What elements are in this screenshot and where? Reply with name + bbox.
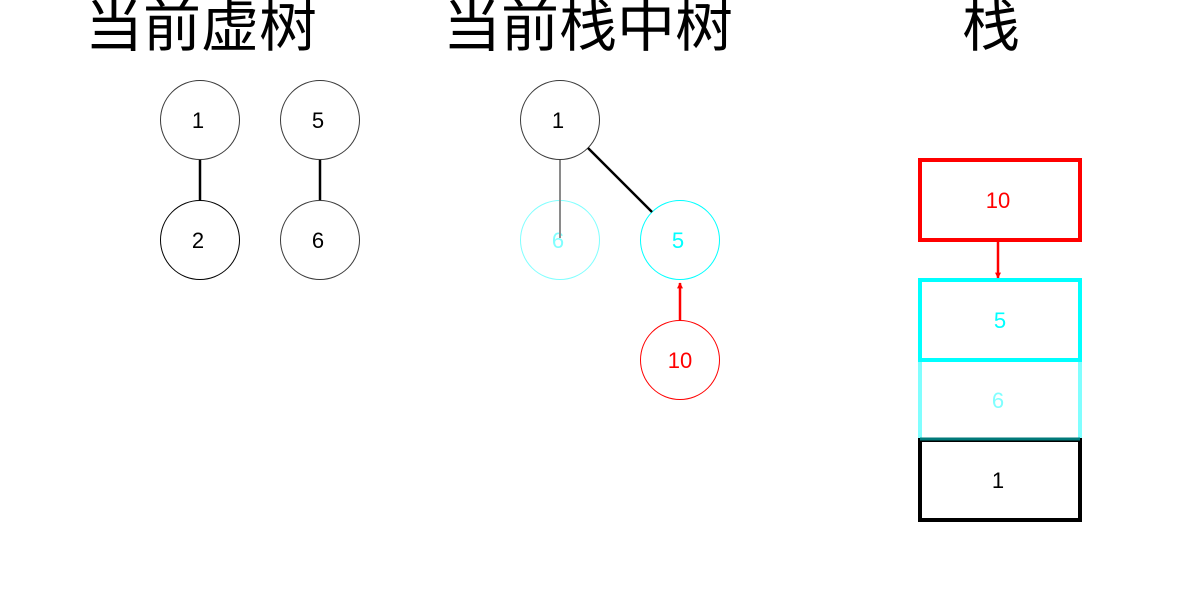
st-node-5-label: 5: [672, 228, 684, 253]
edge-1-5: [587, 147, 653, 213]
st-node-10-label: 10: [668, 348, 692, 373]
title-stack-tree: 当前栈中树: [443, 0, 733, 60]
stack-item-6-label: 6: [992, 388, 1004, 413]
vt-node-1-label: 1: [192, 108, 204, 133]
vt-node-2: 2: [160, 200, 240, 280]
stack-item-6: 6: [918, 358, 1082, 442]
title-virtual-tree: 当前虚树: [85, 0, 317, 60]
stack-item-10: 10: [918, 158, 1082, 242]
vt-node-6-label: 6: [312, 228, 324, 253]
stack-tree: 1 6 5 10: [520, 80, 720, 400]
st-node-6: 6: [520, 200, 600, 280]
vt-node-1: 1: [160, 80, 240, 160]
title-stack: 栈: [962, 0, 1020, 60]
st-node-1-label: 1: [552, 108, 564, 133]
stack-item-5: 5: [918, 278, 1082, 362]
vt-node-2-label: 2: [192, 228, 204, 253]
vt-node-5-label: 5: [312, 108, 324, 133]
stack-item-10-label: 10: [986, 188, 1010, 213]
vt-node-6: 6: [280, 200, 360, 280]
vt-node-5: 5: [280, 80, 360, 160]
st-node-1: 1: [520, 80, 600, 160]
st-node-5: 5: [640, 200, 720, 280]
stack: 10 6 1 5: [918, 158, 1082, 522]
stack-item-1-label: 1: [992, 468, 1004, 493]
st-node-10: 10: [640, 320, 720, 400]
virtual-tree: 1 2 5 6: [160, 80, 360, 280]
stack-item-1: 1: [918, 438, 1082, 522]
st-node-6-label: 6: [552, 228, 564, 253]
stack-item-5-label: 5: [994, 308, 1006, 333]
